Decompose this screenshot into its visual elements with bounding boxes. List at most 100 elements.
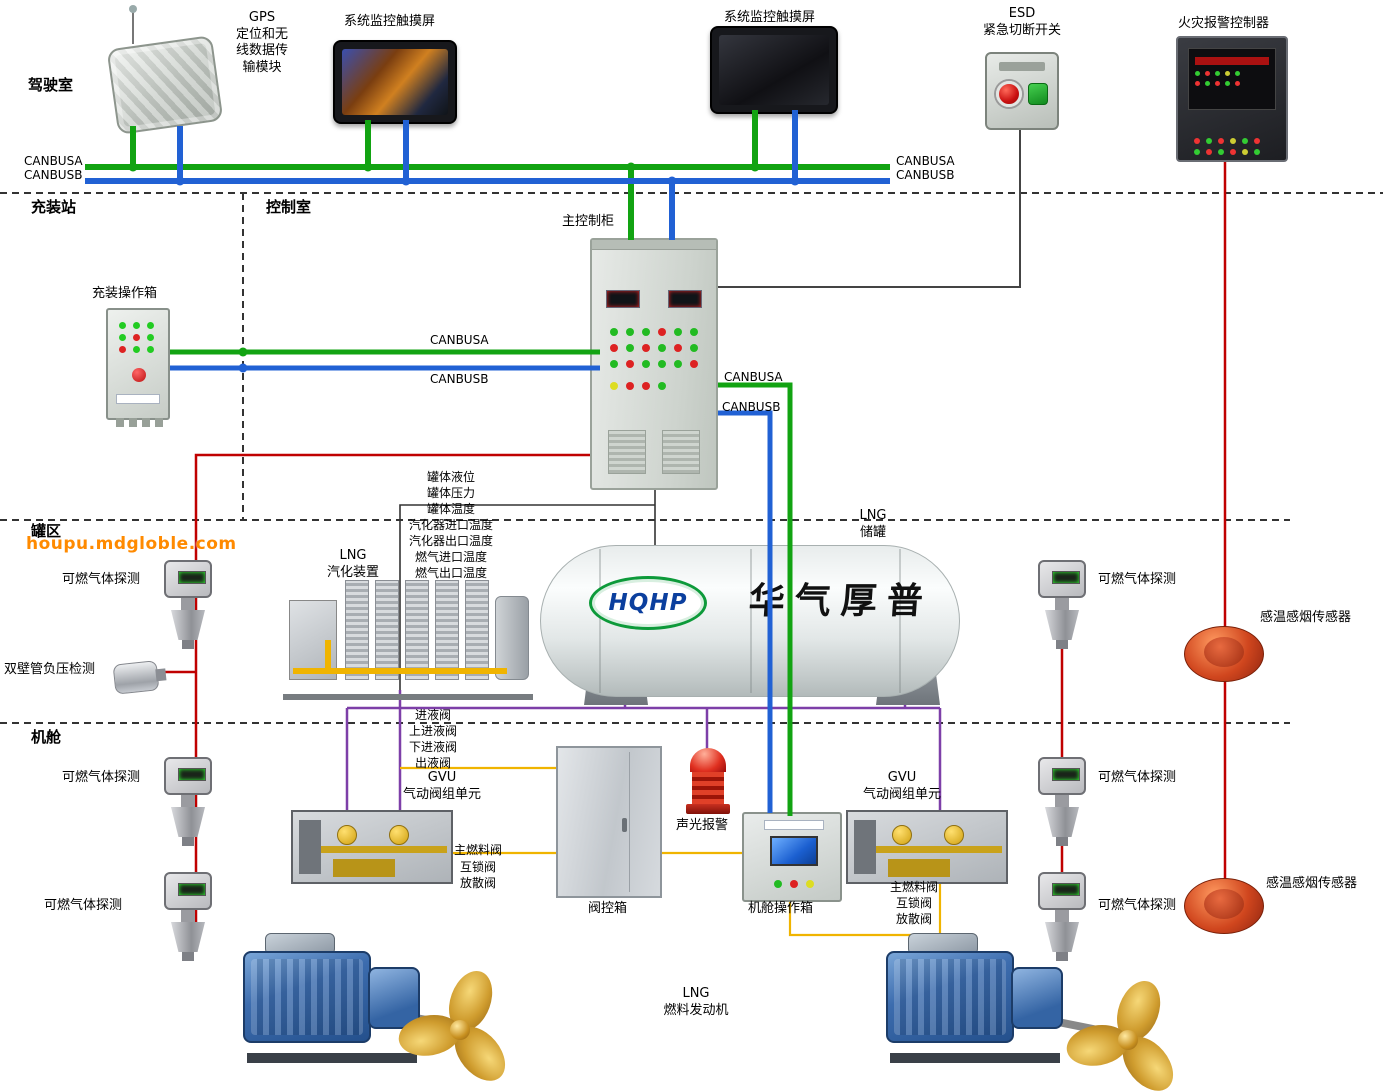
fire-controller-display xyxy=(1188,48,1276,110)
canbus-b-bus xyxy=(85,110,890,240)
alarm-dome xyxy=(690,748,726,772)
vaporizer-finned-column xyxy=(405,580,429,680)
gvu-pipe xyxy=(876,846,1002,853)
detector-tip xyxy=(1056,837,1068,846)
smoke-sensor-label: 感温感烟传感器 xyxy=(1260,610,1352,625)
zone-label-filling-station: 充装站 xyxy=(31,198,77,216)
tank-signal-label: 汽化器进口温度 xyxy=(408,518,493,532)
engine-gearbox xyxy=(1011,967,1063,1029)
sound-light-alarm xyxy=(684,748,732,816)
propeller-hub xyxy=(1118,1030,1138,1050)
esd-signal-wire xyxy=(718,129,1021,288)
engine-base xyxy=(890,1053,1060,1063)
valve-actuator-icon xyxy=(944,825,964,845)
filling-box-leds xyxy=(119,322,126,329)
gas-detector-label: 可燃气体探测 xyxy=(62,770,141,785)
vaporizer-finned-column xyxy=(435,580,459,680)
canbus-b-junction-dots xyxy=(175,176,800,373)
gas-detector-label: 可燃气体探测 xyxy=(1098,572,1177,587)
gas-detector-label: 可燃气体探测 xyxy=(1098,770,1177,785)
filling-box-button-icon xyxy=(132,368,146,382)
sensor-dome xyxy=(1204,889,1244,919)
valve-control-wires xyxy=(345,690,942,845)
smoke-sensor-label: 感温感烟传感器 xyxy=(1266,876,1358,891)
tank-signal-label: 罐体温度 xyxy=(426,502,475,516)
canbus-b-label-filling: CANBUSB xyxy=(430,372,489,386)
detector-tip xyxy=(1056,952,1068,961)
gps-antenna-icon xyxy=(129,5,137,44)
fuel-valve-label: 互锁阀 xyxy=(459,860,496,874)
door-seam xyxy=(629,752,631,892)
gas-detector-label: 可燃气体探测 xyxy=(44,898,123,913)
detector-screen xyxy=(1052,768,1080,781)
canbus-a-label-filling: CANBUSA xyxy=(430,333,489,347)
cabinet-led-row xyxy=(610,382,618,390)
gvu-panel xyxy=(854,820,876,874)
cabinet-top-strip xyxy=(592,240,716,250)
detector-neck xyxy=(1055,795,1069,807)
detector-screen xyxy=(1052,883,1080,896)
valve-actuator-icon xyxy=(892,825,912,845)
vaporizer-label: LNG 汽化装置 xyxy=(326,548,379,580)
gas-detector-engine-left-1 xyxy=(162,757,214,849)
propeller-hub xyxy=(450,1020,470,1040)
gas-detector-tank-left xyxy=(162,560,214,652)
fuel-valve-label: 放散阀 xyxy=(895,912,932,926)
gvu-left-label: GVU 气动阀组单元 xyxy=(402,770,481,802)
opbox-screen xyxy=(770,836,818,866)
fuel-valve-label: 互锁阀 xyxy=(895,896,932,910)
detector-neck xyxy=(1055,910,1069,922)
gvu-right-label: GVU 气动阀组单元 xyxy=(862,770,941,802)
detector-tip xyxy=(182,952,194,961)
detector-neck xyxy=(181,910,195,922)
main-control-cabinet xyxy=(590,238,718,490)
cabinet-display-right xyxy=(668,290,702,308)
opbox-buttons xyxy=(774,880,782,888)
fuel-valve-label: 放散阀 xyxy=(459,876,496,890)
filling-box-cable-glands xyxy=(116,418,124,427)
gas-detector-tank-right xyxy=(1036,560,1088,652)
gas-detector-engine-right-2 xyxy=(1036,872,1088,964)
vaporizer-skid-base xyxy=(283,694,533,700)
liquid-valve-label: 进液阀 xyxy=(414,708,451,722)
gvu-panel xyxy=(299,820,321,874)
tank-signal-label: 燃气进口温度 xyxy=(414,550,487,564)
monitor-touchscreen-left xyxy=(333,40,457,124)
detector-tip xyxy=(182,640,194,649)
touchscreen-right-label: 系统监控触摸屏 xyxy=(724,10,816,25)
engine-label: LNG 燃料发动机 xyxy=(663,986,729,1018)
detector-screen xyxy=(178,883,206,896)
gvu-unit-right xyxy=(846,810,1008,884)
esd-label-slot xyxy=(999,62,1045,71)
propeller-left-icon xyxy=(395,964,516,1091)
vaporizer-finned-column xyxy=(375,580,399,680)
cabinet-led-row xyxy=(610,328,618,336)
lng-engine-left xyxy=(243,933,438,1063)
canbus-b-label-cabinet: CANBUSB xyxy=(722,400,781,414)
vaporizer-gas-pipe xyxy=(293,668,507,674)
heat-smoke-sensor-tank xyxy=(1184,620,1264,686)
watermark: houpu.mdgloble.com xyxy=(26,534,237,554)
fuel-valve-label: 主燃料阀 xyxy=(889,880,938,894)
tank-weld-line xyxy=(899,549,901,693)
detector-head xyxy=(164,872,212,910)
alarm-body xyxy=(692,772,724,804)
canbus-b-branches xyxy=(170,365,773,813)
tank-weld-line xyxy=(750,549,752,693)
hqhp-logo: HQHP xyxy=(589,576,707,630)
detector-screen xyxy=(178,571,206,584)
vaporizer-buffer-tank xyxy=(495,596,529,680)
main-cabinet-label: 主控制柜 xyxy=(562,214,615,229)
detector-neck xyxy=(1055,598,1069,610)
lng-vaporizer xyxy=(283,570,533,700)
valve-control-box xyxy=(556,746,662,898)
canbus-a-label-left: CANBUSA xyxy=(24,154,83,168)
zone-label-bridge: 驾驶室 xyxy=(28,76,74,94)
tank-label: LNG 储罐 xyxy=(859,508,887,540)
fuel-valve-label: 主燃料阀 xyxy=(453,843,502,857)
detector-head xyxy=(1038,560,1086,598)
alarm-base xyxy=(686,804,730,814)
vaporizer-gas-pipe xyxy=(325,640,331,674)
valve-actuator-icon xyxy=(337,825,357,845)
detector-head xyxy=(1038,872,1086,910)
